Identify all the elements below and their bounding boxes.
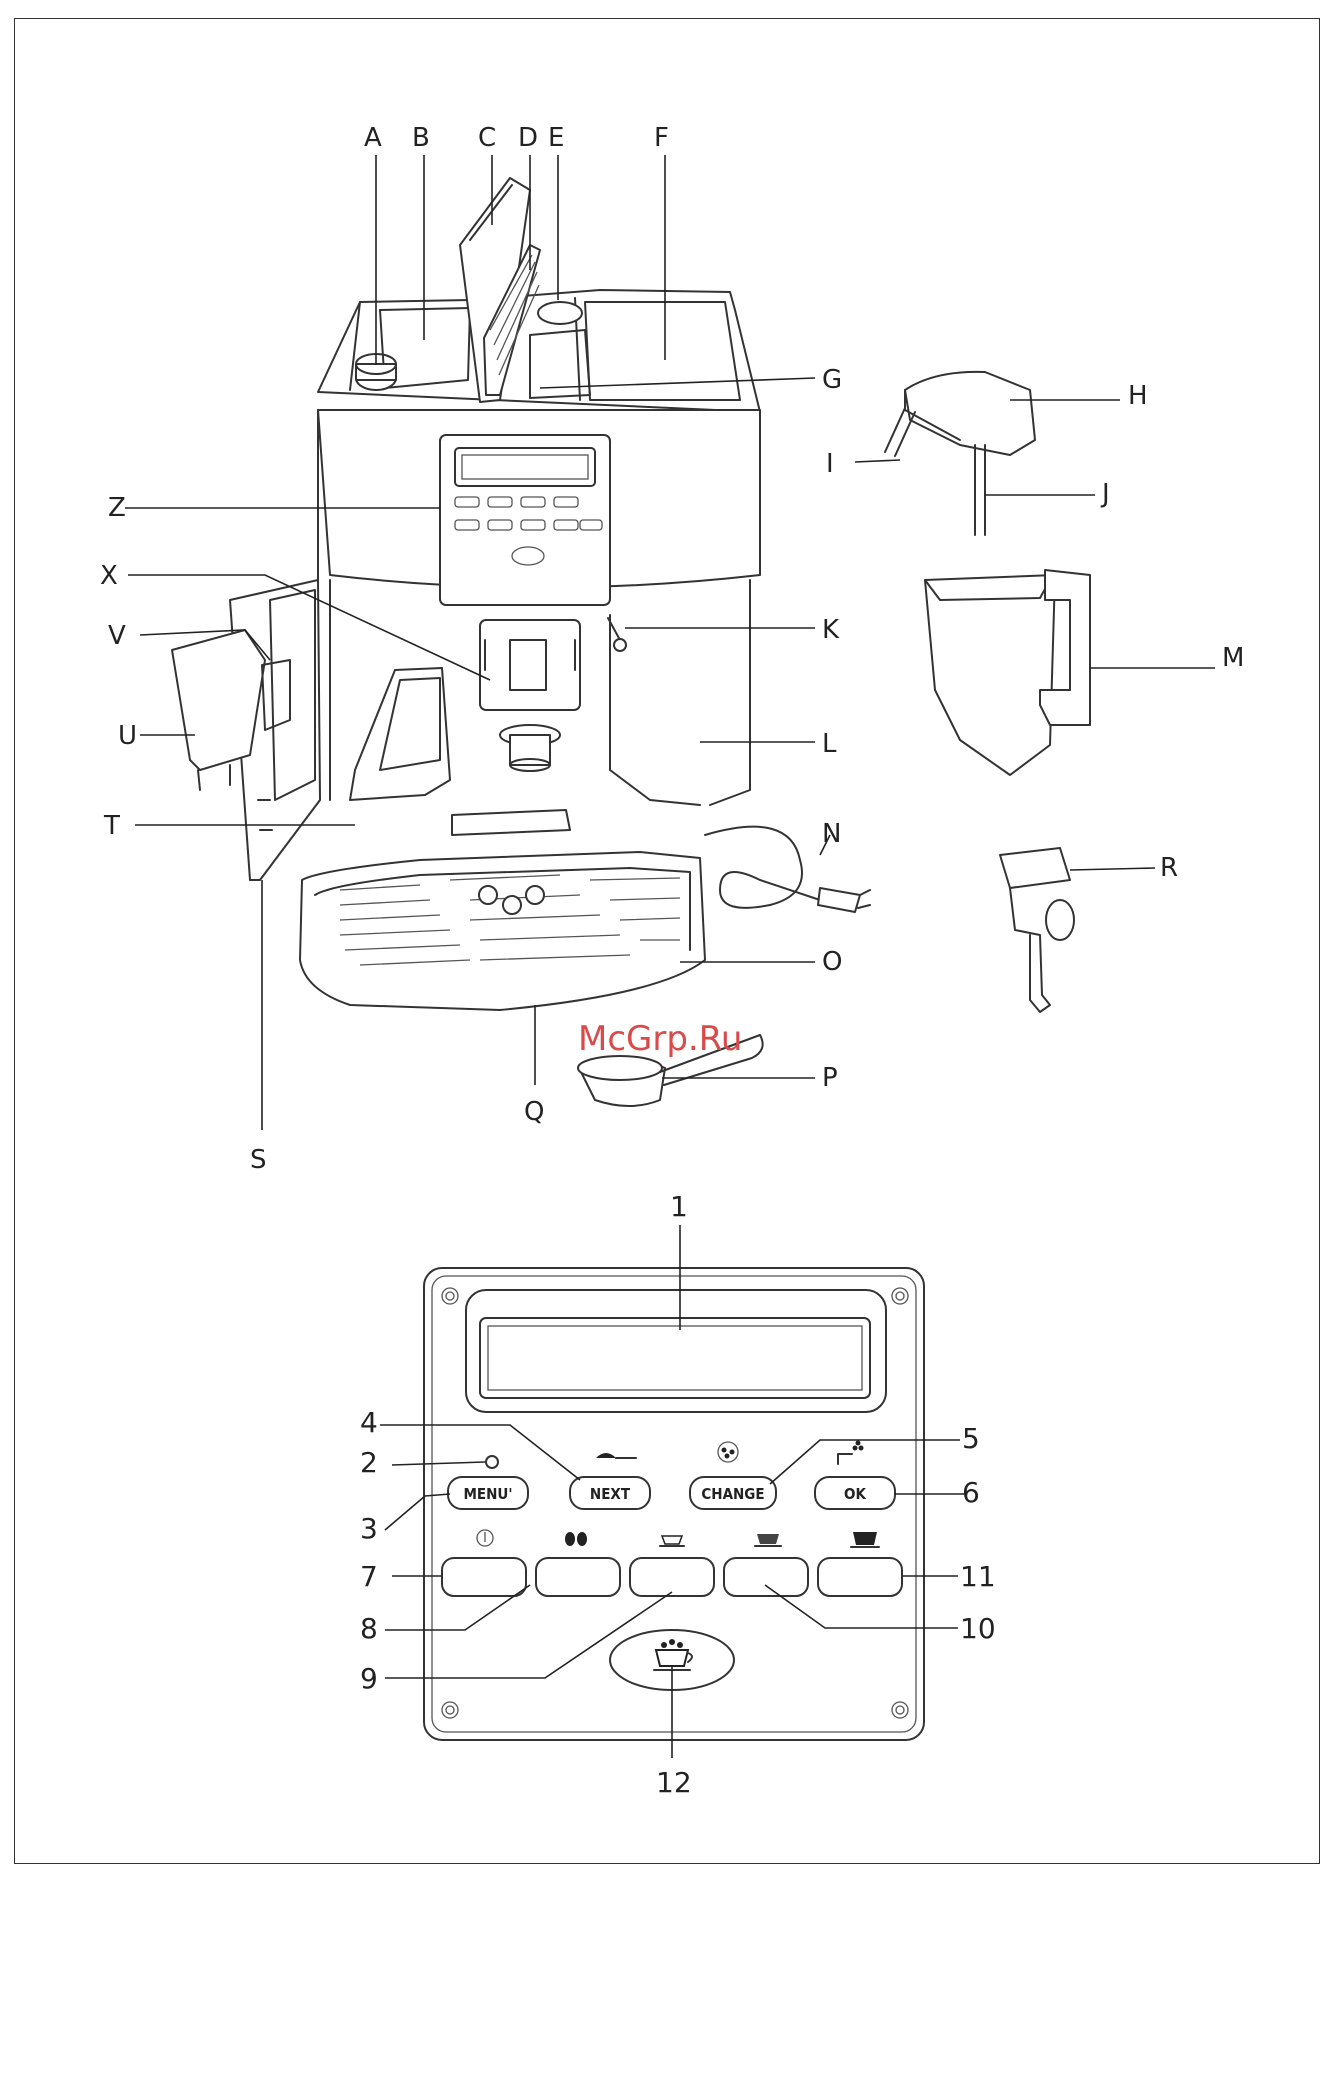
machine-illustration (172, 178, 870, 1010)
label-Z: Z (108, 493, 126, 523)
pre-ground-coffee-button[interactable] (536, 1558, 620, 1596)
num-4: 4 (360, 1406, 378, 1439)
num-8: 8 (360, 1612, 378, 1645)
label-G: G (822, 365, 842, 395)
small-coffee-button[interactable] (630, 1558, 714, 1596)
label-L: L (822, 729, 837, 759)
label-B: B (412, 123, 430, 153)
num-12: 12 (656, 1766, 692, 1799)
next-button[interactable]: NEXT (570, 1477, 650, 1509)
label-R: R (1160, 853, 1178, 883)
steam-nozzle-illustration (1000, 848, 1074, 1012)
ok-button-label: OK (844, 1485, 866, 1503)
menu-button[interactable]: MENU' (448, 1477, 528, 1509)
num-9: 9 (360, 1662, 378, 1695)
label-E: E (548, 123, 564, 153)
num-2: 2 (360, 1446, 378, 1479)
label-N: N (822, 819, 841, 849)
ok-button[interactable]: OK (815, 1477, 895, 1509)
medium-coffee-button[interactable] (724, 1558, 808, 1596)
label-K: K (822, 615, 840, 645)
label-I: I (826, 449, 834, 479)
label-H: H (1128, 381, 1148, 411)
label-V: V (108, 621, 126, 651)
label-U: U (118, 721, 137, 751)
milk-frother-illustration (885, 372, 1035, 535)
label-Q: Q (524, 1097, 544, 1127)
num-3: 3 (360, 1512, 378, 1545)
label-M: M (1222, 643, 1244, 673)
num-10: 10 (960, 1612, 996, 1645)
next-button-label: NEXT (590, 1485, 631, 1503)
num-6: 6 (962, 1476, 980, 1509)
label-X: X (100, 561, 118, 591)
label-S: S (250, 1145, 267, 1175)
label-T: T (103, 811, 120, 841)
change-button[interactable]: CHANGE (690, 1477, 776, 1509)
milk-jug-illustration (925, 570, 1090, 775)
large-coffee-button[interactable] (818, 1558, 902, 1596)
label-J: J (1100, 479, 1110, 509)
num-1: 1 (670, 1190, 688, 1223)
change-button-label: CHANGE (701, 1485, 764, 1503)
num-11: 11 (960, 1560, 996, 1593)
label-D: D (518, 123, 538, 153)
control-panel: MENU' NEXT CHANGE OK (424, 1268, 924, 1740)
power-button[interactable] (442, 1558, 526, 1596)
num-7: 7 (360, 1560, 378, 1593)
display-window (466, 1290, 886, 1412)
label-O: O (822, 947, 842, 977)
menu-button-label: MENU' (463, 1485, 512, 1503)
label-C: C (478, 123, 496, 153)
label-A: A (364, 123, 382, 153)
watermark-text: McGrp.Ru (578, 1019, 742, 1059)
label-P: P (822, 1063, 838, 1093)
label-F: F (654, 123, 669, 153)
num-5: 5 (962, 1422, 980, 1455)
